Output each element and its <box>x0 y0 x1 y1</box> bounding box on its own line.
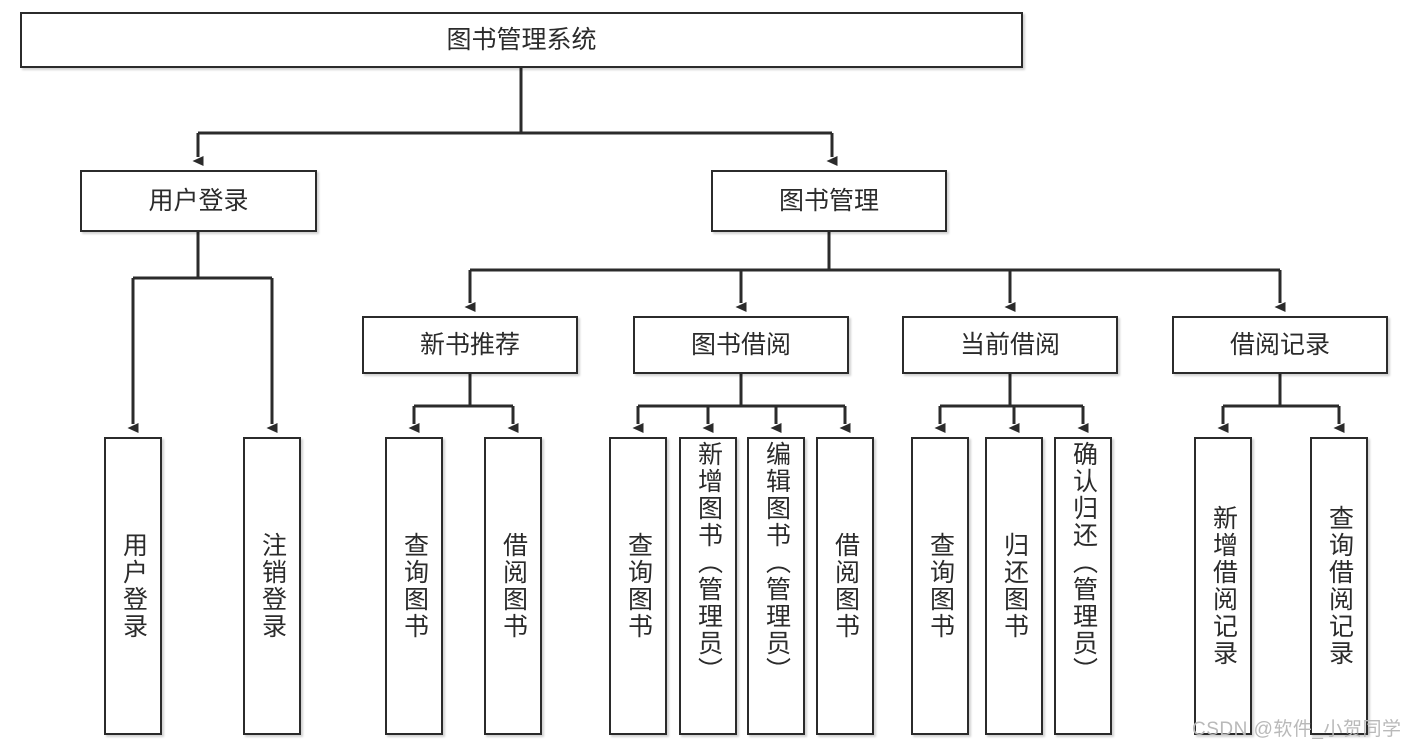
node-leaf-add-record-label: 新增借阅记录 <box>1209 505 1238 667</box>
node-borrow-record-label: 借阅记录 <box>1229 331 1330 359</box>
node-leaf-borrow-book-1[interactable]: 借阅图书 <box>484 437 542 735</box>
node-book-manage-label: 图书管理 <box>778 187 879 215</box>
node-leaf-borrow-book-1-label: 借阅图书 <box>499 532 528 640</box>
node-leaf-logout-label: 注销登录 <box>258 532 287 640</box>
node-leaf-logout[interactable]: 注销登录 <box>243 437 301 735</box>
node-leaf-query-record-label: 查询借阅记录 <box>1325 505 1354 667</box>
node-leaf-user-login-label: 用户登录 <box>119 532 148 640</box>
node-leaf-add-book-label: 新增图书（管理员） <box>694 441 723 684</box>
node-leaf-return-book[interactable]: 归还图书 <box>985 437 1043 735</box>
node-book-manage[interactable]: 图书管理 <box>711 170 947 232</box>
node-new-book-rec-label: 新书推荐 <box>419 331 520 359</box>
node-leaf-return-book-label: 归还图书 <box>1000 532 1029 640</box>
node-leaf-query-record[interactable]: 查询借阅记录 <box>1310 437 1368 735</box>
node-book-borrow-label: 图书借阅 <box>690 331 791 359</box>
node-leaf-query-book-3[interactable]: 查询图书 <box>911 437 969 735</box>
node-leaf-borrow-book-2[interactable]: 借阅图书 <box>816 437 874 735</box>
node-current-borrow-label: 当前借阅 <box>959 331 1060 359</box>
node-borrow-record[interactable]: 借阅记录 <box>1172 316 1388 374</box>
node-leaf-query-book-3-label: 查询图书 <box>926 532 955 640</box>
node-leaf-confirm-return-label: 确认归还（管理员） <box>1069 441 1098 684</box>
watermark: CSDN @软件_小贺同学 <box>1192 719 1402 740</box>
node-user-login-label: 用户登录 <box>148 187 249 215</box>
node-leaf-user-login[interactable]: 用户登录 <box>104 437 162 735</box>
node-leaf-edit-book[interactable]: 编辑图书（管理员） <box>747 437 805 735</box>
node-root-label: 图书管理系统 <box>446 26 597 54</box>
node-current-borrow[interactable]: 当前借阅 <box>902 316 1118 374</box>
node-leaf-add-book[interactable]: 新增图书（管理员） <box>679 437 737 735</box>
node-book-borrow[interactable]: 图书借阅 <box>633 316 849 374</box>
node-new-book-rec[interactable]: 新书推荐 <box>362 316 578 374</box>
node-leaf-query-book-2[interactable]: 查询图书 <box>609 437 667 735</box>
node-leaf-edit-book-label: 编辑图书（管理员） <box>762 441 791 684</box>
node-leaf-query-book-1-label: 查询图书 <box>400 532 429 640</box>
node-leaf-add-record[interactable]: 新增借阅记录 <box>1194 437 1252 735</box>
node-leaf-confirm-return[interactable]: 确认归还（管理员） <box>1054 437 1112 735</box>
node-leaf-query-book-1[interactable]: 查询图书 <box>385 437 443 735</box>
node-user-login[interactable]: 用户登录 <box>80 170 317 232</box>
node-leaf-borrow-book-2-label: 借阅图书 <box>831 532 860 640</box>
node-leaf-query-book-2-label: 查询图书 <box>624 532 653 640</box>
node-root[interactable]: 图书管理系统 <box>20 12 1023 68</box>
